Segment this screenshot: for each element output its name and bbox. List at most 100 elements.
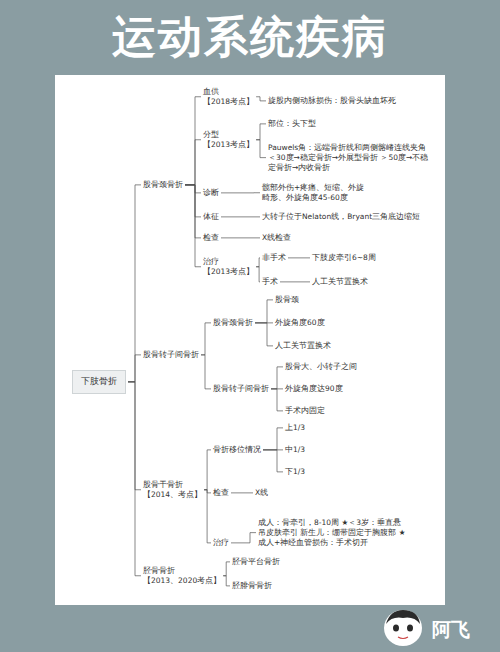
map-node: 中1/3 [285, 445, 305, 455]
tree-connector [231, 492, 253, 493]
map-node: 部位：头下型 [268, 119, 316, 129]
tree-connector [201, 323, 211, 355]
tree-connector [288, 257, 310, 258]
tree-connector [256, 97, 266, 101]
node-note: 【2013、2020考点】 [143, 576, 221, 586]
tree-connector [256, 267, 260, 282]
node-text: 治疗 [213, 538, 229, 548]
tree-connector [201, 355, 211, 389]
node-text: 上1/3 [285, 423, 305, 433]
map-node: 检查 [213, 488, 229, 498]
tree-connector [256, 124, 266, 140]
map-node: 外旋角度达90度 [285, 384, 343, 394]
node-text: X线检查 [262, 233, 291, 243]
node-text: 人工关节置换术 [275, 341, 331, 351]
node-text: 胫骨骨折 [143, 566, 221, 576]
map-node: 股骨颈骨折 [143, 180, 183, 190]
node-text: 体征 [203, 212, 219, 222]
tree-connector [263, 428, 283, 450]
signature: 阿飞 [432, 617, 470, 643]
tree-connector [271, 389, 283, 411]
tree-connector [185, 185, 201, 267]
node-text: 血供 [203, 87, 254, 97]
map-node: 股骨颈骨折 [213, 318, 253, 328]
tree-connector [231, 533, 256, 543]
avatar-icon [378, 606, 428, 650]
map-node: 治疗 [213, 538, 229, 548]
tree-connector [221, 237, 260, 238]
node-text: 人工关节置换术 [312, 277, 368, 287]
node-text: 股骨颈骨折 [213, 318, 253, 328]
tree-connector [221, 216, 260, 217]
map-node: 人工关节置换术 [312, 277, 368, 287]
node-text: 髋部外伤+疼痛、短缩、外旋畸形、外旋角度45-60度 [262, 183, 367, 203]
node-text: 检查 [203, 233, 219, 243]
map-node: 体征 [203, 212, 219, 222]
node-text: 检查 [213, 488, 229, 498]
map-node: 下1/3 [285, 467, 305, 477]
map-node: Pauwels角：远端骨折线和两侧髂嵴连线夹角 ＜30度→稳定骨折→外展型骨折 … [268, 143, 433, 172]
map-node: 治疗【2013考点】 [203, 257, 254, 277]
tree-connector [128, 382, 141, 490]
node-text: 股骨干骨折 [143, 480, 202, 490]
tree-connector [185, 185, 201, 238]
node-text: 部位：头下型 [268, 119, 316, 129]
node-text: 下肢皮牵引6~8周 [312, 253, 376, 263]
map-node: 上1/3 [285, 423, 305, 433]
map-node: 胫骨骨折【2013、2020考点】 [143, 566, 221, 586]
map-node: 股骨转子间骨折 [213, 384, 269, 394]
node-text: X线 [255, 488, 268, 498]
map-node: 股骨干骨折【2014、考点】 [143, 480, 202, 500]
node-text: 股骨转子间骨折 [143, 350, 199, 360]
map-node: 下肢皮牵引6~8周 [312, 253, 376, 263]
tree-connector [204, 450, 211, 490]
map-node: 股骨转子间骨折 [143, 350, 199, 360]
map-node: 成人：骨牵引，8-10周 ★＜3岁：垂直悬吊皮肤牵引 新生儿：绷带固定于胸腹部 … [258, 518, 408, 547]
tree-connector [185, 97, 201, 185]
tree-connector [221, 192, 260, 193]
node-text: 旋股内侧动脉损伤：股骨头缺血坏死 [268, 96, 396, 106]
node-text: 手术内固定 [285, 406, 325, 416]
node-text: 股骨颈骨折 [143, 180, 183, 190]
tree-connector [185, 140, 201, 185]
title: 运动系统疾病 [0, 8, 500, 67]
node-text: 股骨大、小转子之间 [285, 362, 357, 372]
node-text: 下肢骨折 [81, 376, 117, 388]
node-note: 【2018考点】 [203, 97, 254, 107]
map-node: 人工关节置换术 [275, 341, 331, 351]
map-node: 大转子位于Nelaton线，Bryant三角底边缩短 [262, 212, 420, 222]
map-node: 诊断 [203, 188, 219, 198]
root-box: 下肢骨折 [72, 370, 126, 394]
node-text: 分型 [203, 130, 254, 140]
tree-connector [204, 490, 211, 493]
map-node: X线检查 [262, 233, 291, 243]
node-note: 【2013考点】 [203, 267, 254, 277]
node-note: 【2013考点】 [203, 140, 254, 150]
node-text: 胫腓骨骨折 [232, 581, 272, 591]
tree-connector [223, 576, 230, 586]
node-text: 胫骨平台骨折 [232, 557, 280, 567]
tree-connector [280, 281, 310, 282]
map-node: 胫骨平台骨折 [232, 557, 280, 567]
map-node: 股骨颈 [275, 295, 299, 305]
node-text: 诊断 [203, 188, 219, 198]
map-node: 外旋角度60度 [275, 318, 325, 328]
node-text: 非手术 [262, 253, 286, 263]
node-text: 股骨颈 [275, 295, 299, 305]
tree-connector [263, 450, 283, 472]
map-node: X线 [255, 488, 268, 498]
tree-connector [128, 185, 141, 382]
node-text: Pauwels角：远端骨折线和两侧髂嵴连线夹角 ＜30度→稳定骨折→外展型骨折 … [268, 143, 433, 172]
map-node: 手术内固定 [285, 406, 325, 416]
tree-connector [223, 562, 230, 576]
map-node: 胫腓骨骨折 [232, 581, 272, 591]
tree-connector [256, 258, 260, 267]
tree-connector [255, 300, 273, 323]
tree-connector [271, 367, 283, 389]
map-node: 非手术 [262, 253, 286, 263]
node-text: 外旋角度达90度 [285, 384, 343, 394]
tree-connector [204, 490, 211, 543]
map-node: 股骨大、小转子之间 [285, 362, 357, 372]
node-text: 大转子位于Nelaton线，Bryant三角底边缩短 [262, 212, 420, 222]
map-node: 血供【2018考点】 [203, 87, 254, 107]
